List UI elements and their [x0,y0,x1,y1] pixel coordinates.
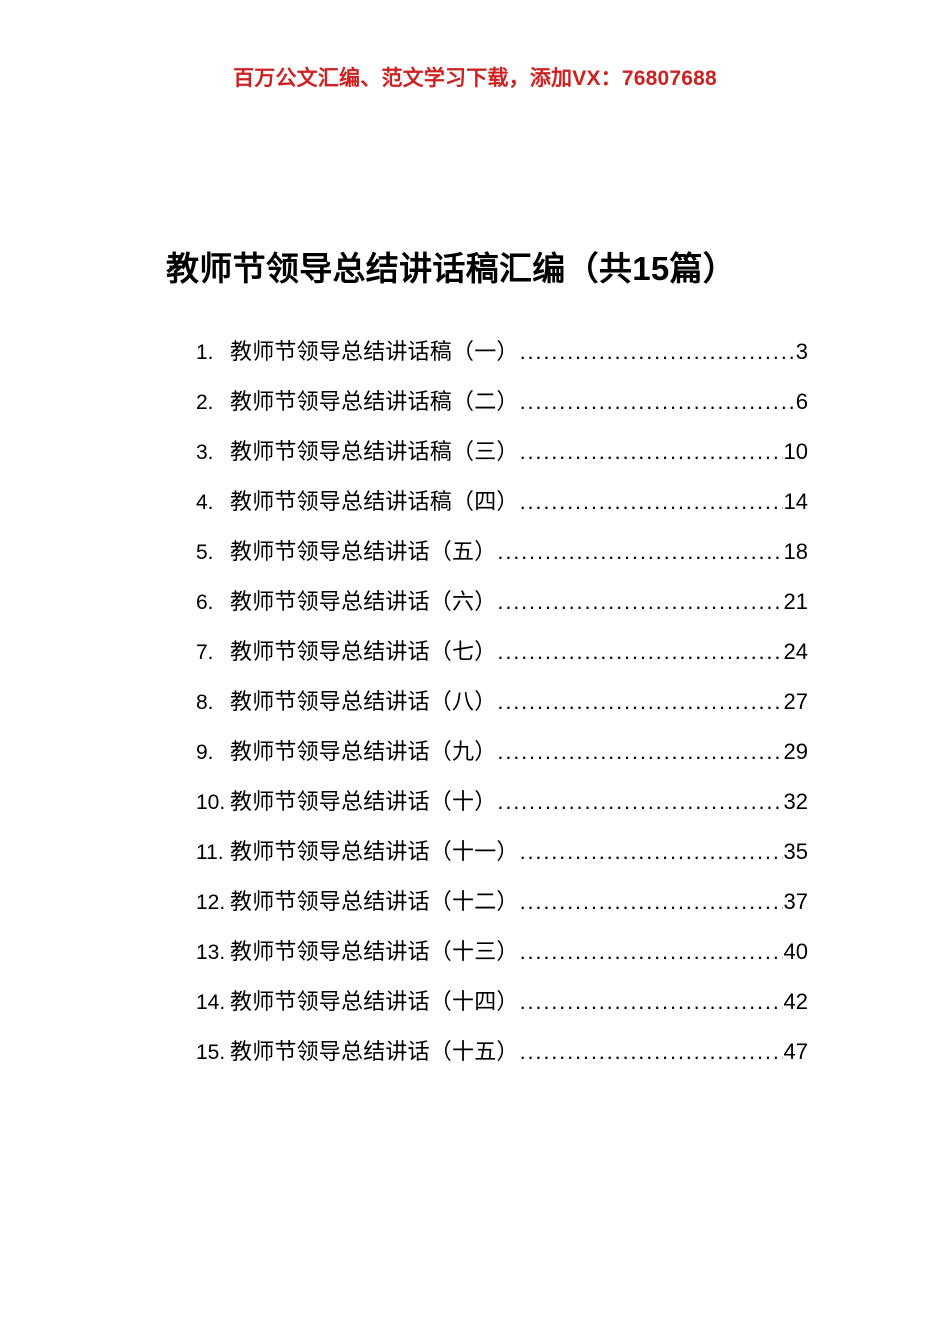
toc-entry-number: 14. [196,991,226,1014]
toc-entry-page-number: 6 [795,389,808,414]
toc-entry-number: 6. [196,591,214,614]
toc-entry-number: 12. [196,891,226,914]
toc-entry[interactable]: 2. 教师节领导总结讲话稿（二）.........................… [196,384,808,434]
toc-entry[interactable]: 7. 教师节领导总结讲话（七）..........................… [196,634,808,684]
toc-entry-label: 教师节领导总结讲话（八） [230,689,497,714]
toc-entry-number: 7. [196,641,214,664]
toc-entry-label: 教师节领导总结讲话（九） [230,739,497,764]
table-of-contents: 1. 教师节领导总结讲话稿（一）.........................… [196,334,808,1084]
toc-leader-dots: ........................................… [497,639,783,664]
toc-entry-page-number: 3 [795,339,808,364]
toc-entry[interactable]: 5. 教师节领导总结讲话（五）..........................… [196,534,808,584]
toc-entry-label: 教师节领导总结讲话（五） [230,539,497,564]
toc-entry[interactable]: 6. 教师节领导总结讲话（六）..........................… [196,584,808,634]
toc-leader-dots: ........................................… [519,339,795,364]
toc-entry-number: 1. [196,341,214,364]
toc-entry-number: 10. [196,791,226,814]
toc-entry-number: 15. [196,1041,226,1064]
page-title: 教师节领导总结讲话稿汇编（共15篇） [166,250,737,288]
toc-entry[interactable]: 12.教师节领导总结讲话（十二）........................… [196,884,808,934]
toc-leader-dots: ........................................… [497,789,783,814]
toc-entry-page-number: 40 [783,939,808,964]
toc-leader-dots: ........................................… [497,589,783,614]
toc-entry-page-number: 27 [783,689,808,714]
toc-leader-dots: ........................................… [519,889,783,914]
toc-entry-number: 5. [196,541,214,564]
toc-entry-label: 教师节领导总结讲话（十） [230,789,497,814]
toc-entry[interactable]: 8. 教师节领导总结讲话（八）..........................… [196,684,808,734]
promo-header-text: 百万公文汇编、范文学习下载，添加VX：76807688 [233,67,717,90]
toc-entry[interactable]: 13.教师节领导总结讲话（十三）........................… [196,934,808,984]
toc-leader-dots: ........................................… [519,439,783,464]
toc-entry-page-number: 29 [783,739,808,764]
toc-leader-dots: ........................................… [519,839,783,864]
toc-entry-page-number: 47 [783,1039,808,1064]
toc-entry[interactable]: 9. 教师节领导总结讲话（九）..........................… [196,734,808,784]
toc-entry[interactable]: 1. 教师节领导总结讲话稿（一）.........................… [196,334,808,384]
toc-entry[interactable]: 14.教师节领导总结讲话（十四）........................… [196,984,808,1034]
toc-entry-number: 11. [196,841,224,864]
toc-entry[interactable]: 15.教师节领导总结讲话（十五）........................… [196,1034,808,1084]
toc-entry-page-number: 18 [783,539,808,564]
toc-entry-label: 教师节领导总结讲话稿（四） [230,489,519,514]
toc-entry[interactable]: 3. 教师节领导总结讲话稿（三）.........................… [196,434,808,484]
toc-entry-page-number: 32 [783,789,808,814]
toc-entry-label: 教师节领导总结讲话稿（二） [230,389,519,414]
toc-leader-dots: ........................................… [519,989,783,1014]
toc-entry[interactable]: 11. 教师节领导总结讲话（十一）........................… [196,834,808,884]
toc-entry-number: 9. [196,741,214,764]
toc-entry-number: 4. [196,491,214,514]
toc-entry-page-number: 24 [783,639,808,664]
toc-entry-label: 教师节领导总结讲话（七） [230,639,497,664]
toc-entry-label: 教师节领导总结讲话（六） [230,589,497,614]
toc-entry-number: 13. [196,941,226,964]
toc-entry-label: 教师节领导总结讲话（十五） [230,1039,519,1064]
toc-entry-label: 教师节领导总结讲话稿（三） [230,439,519,464]
toc-entry-page-number: 14 [783,489,808,514]
toc-entry-number: 3. [196,441,214,464]
toc-entry[interactable]: 4. 教师节领导总结讲话稿（四）.........................… [196,484,808,534]
toc-entry-label: 教师节领导总结讲话稿（一） [230,339,519,364]
toc-leader-dots: ........................................… [519,939,783,964]
toc-entry-page-number: 42 [783,989,808,1014]
toc-entry-page-number: 21 [783,589,808,614]
toc-leader-dots: ........................................… [519,389,795,414]
toc-entry-page-number: 35 [783,839,808,864]
toc-entry-page-number: 10 [783,439,808,464]
toc-leader-dots: ........................................… [519,1039,783,1064]
toc-leader-dots: ........................................… [497,539,783,564]
toc-entry-label: 教师节领导总结讲话（十三） [230,939,519,964]
toc-entry-number: 8. [196,691,214,714]
toc-entry[interactable]: 10.教师节领导总结讲话（十）.........................… [196,784,808,834]
toc-leader-dots: ........................................… [519,489,783,514]
toc-entry-label: 教师节领导总结讲话（十一） [230,839,519,864]
toc-entry-page-number: 37 [783,889,808,914]
toc-leader-dots: ........................................… [497,739,783,764]
toc-entry-label: 教师节领导总结讲话（十二） [230,889,519,914]
toc-entry-number: 2. [196,391,214,414]
toc-leader-dots: ........................................… [497,689,783,714]
toc-entry-label: 教师节领导总结讲话（十四） [230,989,519,1014]
